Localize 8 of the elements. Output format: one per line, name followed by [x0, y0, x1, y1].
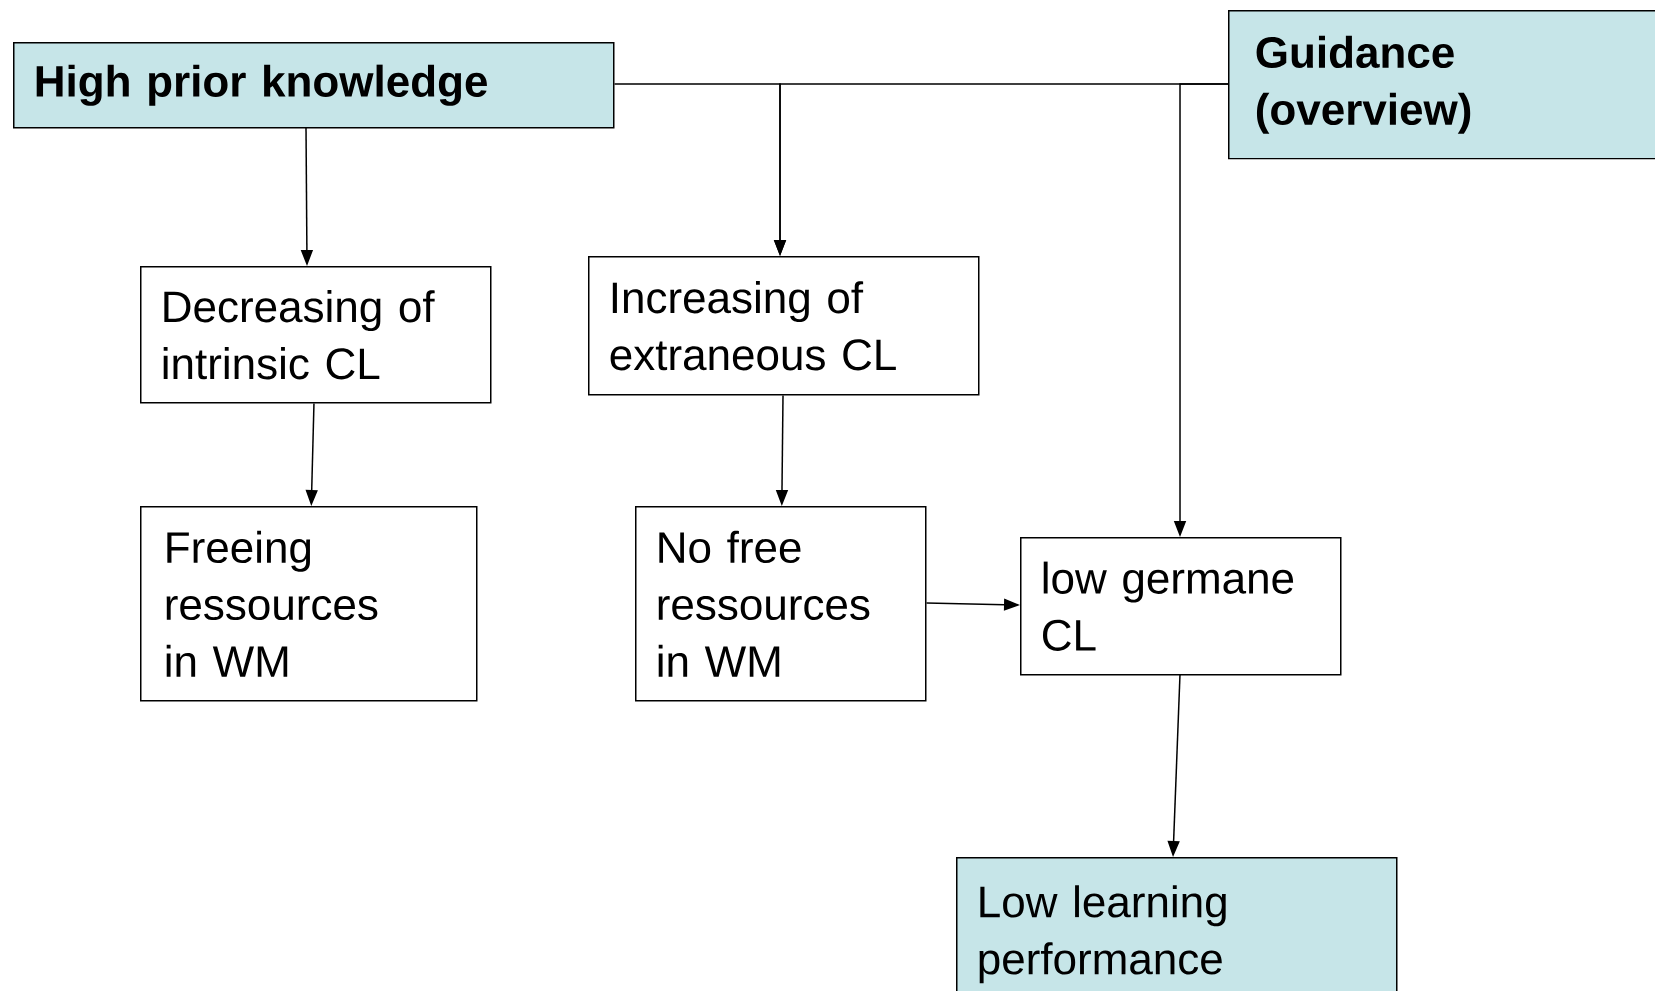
process-box: Freeing ressources in WM [140, 506, 478, 702]
result-box: Low learning performance [956, 857, 1398, 991]
process-box: Decreasing of intrinsic CL [140, 266, 492, 404]
heading-box: High prior knowledge [13, 42, 615, 129]
process-box: No free ressources in WM [635, 506, 927, 702]
heading-box: Guidance (overview) [1228, 10, 1655, 160]
process-box: Increasing of extraneous CL [588, 256, 980, 396]
process-box: low germane CL [1020, 537, 1342, 676]
